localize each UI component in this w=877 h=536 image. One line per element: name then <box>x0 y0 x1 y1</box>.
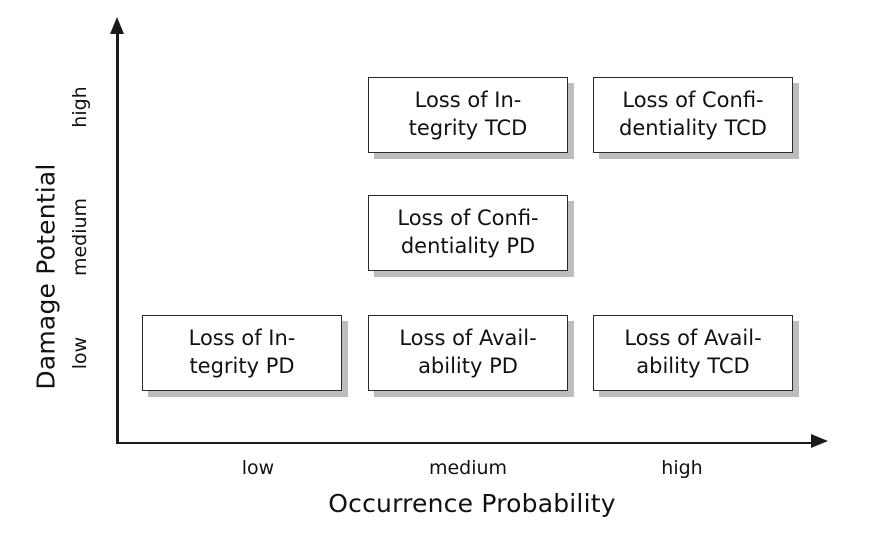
risk-cell-loss-of-availability-tcd[interactable]: Loss of Avail- ability TCD <box>593 315 793 391</box>
x-axis-tick-high: high <box>661 457 703 479</box>
x-axis-title: Occurrence Probability <box>328 489 616 518</box>
risk-cell-loss-of-integrity-tcd[interactable]: Loss of In- tegrity TCD <box>368 77 568 153</box>
risk-cell-line-1: Loss of In- <box>188 326 296 351</box>
x-axis-arrow-icon <box>811 434 828 448</box>
risk-cell-line-1: Loss of Confi- <box>397 206 539 231</box>
risk-cell-line-2: tegrity TCD <box>408 116 528 140</box>
risk-cell-line-1: Loss of In- <box>414 88 522 113</box>
risk-cell-line-1: Loss of Avail- <box>624 326 762 351</box>
x-axis-tick-low: low <box>241 457 275 479</box>
y-axis-arrow-icon <box>110 17 124 34</box>
x-axis-line <box>116 441 818 444</box>
risk-cell-line-2: dentiality PD <box>400 234 536 258</box>
risk-cell-line-2: ability PD <box>418 354 518 378</box>
risk-cell-loss-of-integrity-pd[interactable]: Loss of In- tegrity PD <box>142 315 342 391</box>
risk-cell-loss-of-confidentiality-pd[interactable]: Loss of Confi- dentiality PD <box>368 195 568 271</box>
risk-cell-loss-of-confidentiality-tcd[interactable]: Loss of Confi- dentiality TCD <box>593 77 793 153</box>
risk-cell-line-2: dentiality TCD <box>619 116 767 140</box>
risk-cell-line-1: Loss of Confi- <box>622 88 764 113</box>
x-axis-tick-medium: medium <box>428 457 508 479</box>
risk-cell-line-1: Loss of Avail- <box>399 326 537 351</box>
risk-cell-line-2: ability TCD <box>636 354 750 378</box>
y-axis-tick-low: low <box>69 336 91 370</box>
y-axis-title: Damage Potential <box>31 163 61 390</box>
y-axis-line <box>116 30 119 444</box>
risk-cell-loss-of-availability-pd[interactable]: Loss of Avail- ability PD <box>368 315 568 391</box>
risk-cell-line-2: tegrity PD <box>189 354 295 378</box>
